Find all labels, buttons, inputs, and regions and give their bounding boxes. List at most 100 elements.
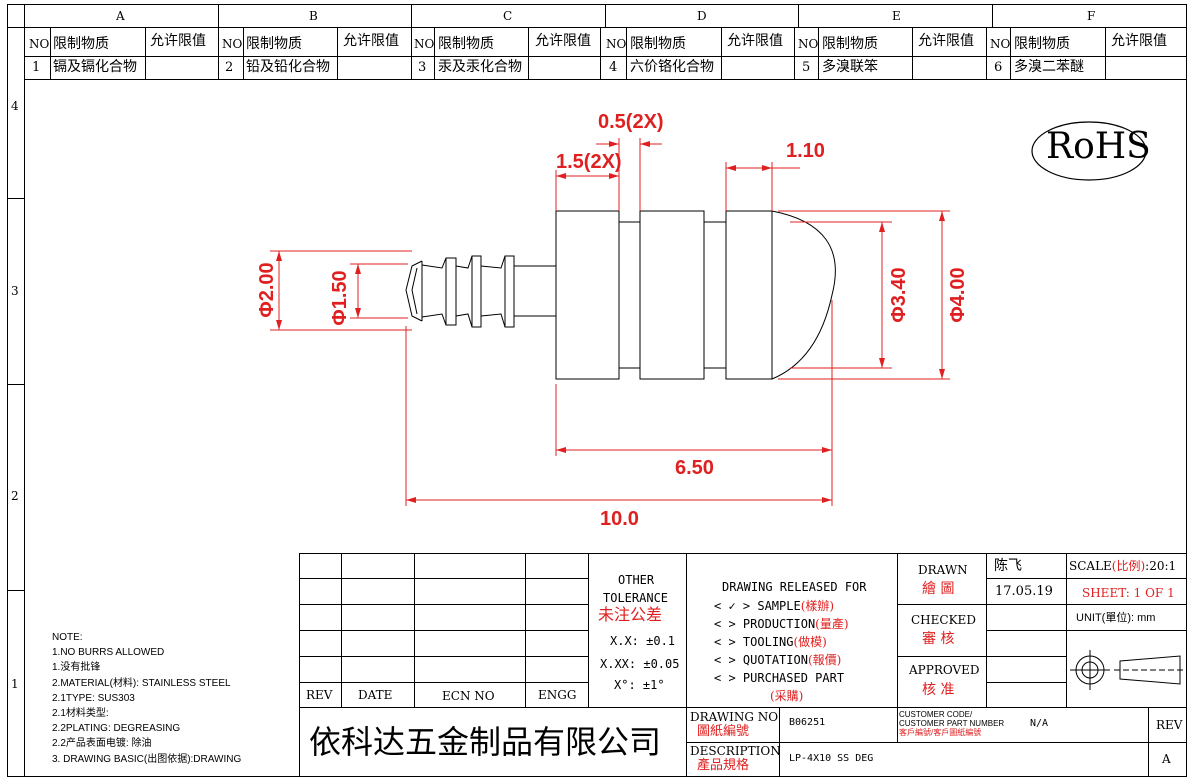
release-option-tooling: < > TOOLING(做模) <box>714 635 827 649</box>
dim-0-5: 0.5(2X) <box>598 111 664 133</box>
col-no-1: NO <box>29 37 50 51</box>
release-title: DRAWING RELEASED FOR <box>722 580 867 594</box>
col-no-3: NO <box>414 37 435 51</box>
tolerance-x-xx: X.XX: ±0.05 <box>600 657 680 671</box>
tolerance-title-2: TOLERANCE <box>603 591 669 605</box>
date-header: DATE <box>358 688 393 702</box>
item-name-2: 铅及铅化合物 <box>246 59 330 75</box>
zone-label-e: E <box>892 9 901 23</box>
description-label: DESCRIPTION <box>690 744 781 758</box>
row-label-1: 1 <box>11 677 19 691</box>
dim-1-10: 1.10 <box>786 140 825 162</box>
col-substance-2: 限制物质 <box>246 36 302 52</box>
dim-phi-4-00: Φ4.00 <box>947 267 969 323</box>
unit-field: UNIT(單位): mm <box>1076 612 1156 624</box>
engg-header: ENGG <box>538 688 577 702</box>
row-label-4: 4 <box>11 99 19 113</box>
note-line: 2.MATERIAL(材料): STAINLESS STEEL <box>52 677 231 689</box>
tolerance-title-cn: 未注公差 <box>598 605 663 624</box>
projection-symbol-icon <box>1070 650 1184 690</box>
item-name-5: 多溴联笨 <box>822 59 878 75</box>
customer-value: N/A <box>1030 718 1049 729</box>
rohs-mark <box>1031 121 1147 181</box>
notes-block: NOTE: 1.NO BURRS ALLOWED 1.没有批锋 2.MATERI… <box>52 630 241 767</box>
drawn-label-cn: 繪 圖 <box>922 581 955 597</box>
zone-label-b: B <box>309 9 318 23</box>
dim-6-50: 6.50 <box>675 457 714 479</box>
dim-phi-2-00: Φ2.00 <box>256 262 278 318</box>
item-no-2: 2 <box>225 60 234 75</box>
customer-label: CUSTOMER CODE/ CUSTOMER PART NUMBER 客戶編號… <box>899 710 1005 737</box>
zone-label-a: A <box>116 9 125 23</box>
dimension-lines <box>270 138 950 506</box>
item-no-6: 6 <box>994 60 1003 75</box>
item-name-1: 镉及镉化合物 <box>53 59 137 75</box>
tolerance-title-1: OTHER <box>618 573 655 587</box>
description-label-cn: 產品規格 <box>697 758 750 773</box>
collar-3 <box>725 210 773 380</box>
release-options: < ✓ > SAMPLE(樣辦) < > PRODUCTION(量產) < > … <box>714 597 849 705</box>
tolerance-x-x: X.X: ±0.1 <box>610 634 676 648</box>
checked-label: CHECKED <box>911 613 976 627</box>
collar-1 <box>555 210 620 380</box>
company-name: 依科达五金制品有限公司 <box>309 723 662 761</box>
approved-label-cn: 核 准 <box>922 682 955 698</box>
tolerance-degree: X°: ±1° <box>614 678 665 692</box>
drawing-no-label: DRAWING NO <box>690 710 779 724</box>
note-line: NOTE: <box>52 632 83 643</box>
dim-phi-3-40: Φ3.40 <box>888 267 910 323</box>
drawing-no-value: B06251 <box>789 717 826 728</box>
col-limit-5: 允许限值 <box>918 33 974 49</box>
dim-10-0: 10.0 <box>600 508 639 530</box>
item-name-4: 六价铬化合物 <box>630 59 714 75</box>
item-no-4: 4 <box>609 60 618 75</box>
row-label-2: 2 <box>11 489 19 503</box>
rohs-label: RoHS <box>1046 126 1151 167</box>
row-label-3: 3 <box>11 284 19 298</box>
dome-end <box>771 210 836 380</box>
drawn-date: 17.05.19 <box>995 584 1053 599</box>
item-name-3: 汞及汞化合物 <box>438 59 522 75</box>
approved-label: APPROVED <box>909 663 980 677</box>
release-option-purchased-cn: (采購) <box>770 689 804 703</box>
drawing-no-label-cn: 圖紙編號 <box>697 724 750 739</box>
ecn-header: ECN NO <box>442 689 495 703</box>
release-option-sample: < ✓ > SAMPLE(樣辦) <box>714 599 835 613</box>
item-no-1: 1 <box>32 60 41 75</box>
rev-value: A <box>1162 752 1171 766</box>
col-limit-4: 允许限值 <box>727 33 783 49</box>
note-line: 1.NO BURRS ALLOWED <box>52 647 165 659</box>
release-option-production: < > PRODUCTION(量產) <box>714 617 849 631</box>
col-no-6: NO <box>990 37 1011 51</box>
note-line: 2.1TYPE: SUS303 <box>52 692 135 704</box>
part-drawing <box>270 138 950 506</box>
col-substance-6: 限制物质 <box>1014 36 1070 52</box>
col-no-4: NO <box>606 37 627 51</box>
col-substance-5: 限制物质 <box>822 36 878 52</box>
sheet-field: SHEET: 1 OF 1 <box>1082 586 1175 600</box>
zone-label-f: F <box>1087 9 1096 23</box>
dim-phi-1-50: Φ1.50 <box>329 270 351 326</box>
col-no-2: NO <box>222 37 243 51</box>
zone-label-d: D <box>697 9 707 23</box>
release-option-quotation: < > QUOTATION(報價) <box>714 653 842 667</box>
col-limit-6: 允许限值 <box>1111 33 1167 49</box>
barb-3-outline <box>480 255 515 328</box>
item-no-3: 3 <box>418 60 427 75</box>
col-substance-3: 限制物质 <box>438 36 494 52</box>
note-line: 2.2产品表面电镀: 除油 <box>52 738 152 750</box>
dim-1-5: 1.5(2X) <box>556 151 622 173</box>
barb-2-outline <box>455 255 482 328</box>
note-line: 1.没有批锋 <box>52 662 101 674</box>
drawn-label: DRAWN <box>918 563 968 577</box>
scale-field: SCALE(比例):20:1 <box>1069 559 1177 573</box>
release-option-purchased: < > PURCHASED PART <box>714 671 845 685</box>
drawn-name: 陈飞 <box>994 558 1022 574</box>
note-line: 3. DRAWING BASIC(出图依据):DRAWING <box>52 753 242 765</box>
item-name-6: 多溴二苯醚 <box>1014 59 1084 75</box>
col-no-5: NO <box>798 37 819 51</box>
collar-2 <box>639 210 705 380</box>
tip-outline <box>405 260 423 322</box>
col-limit-3: 允许限值 <box>535 33 591 49</box>
rev-header: REV <box>306 688 333 702</box>
